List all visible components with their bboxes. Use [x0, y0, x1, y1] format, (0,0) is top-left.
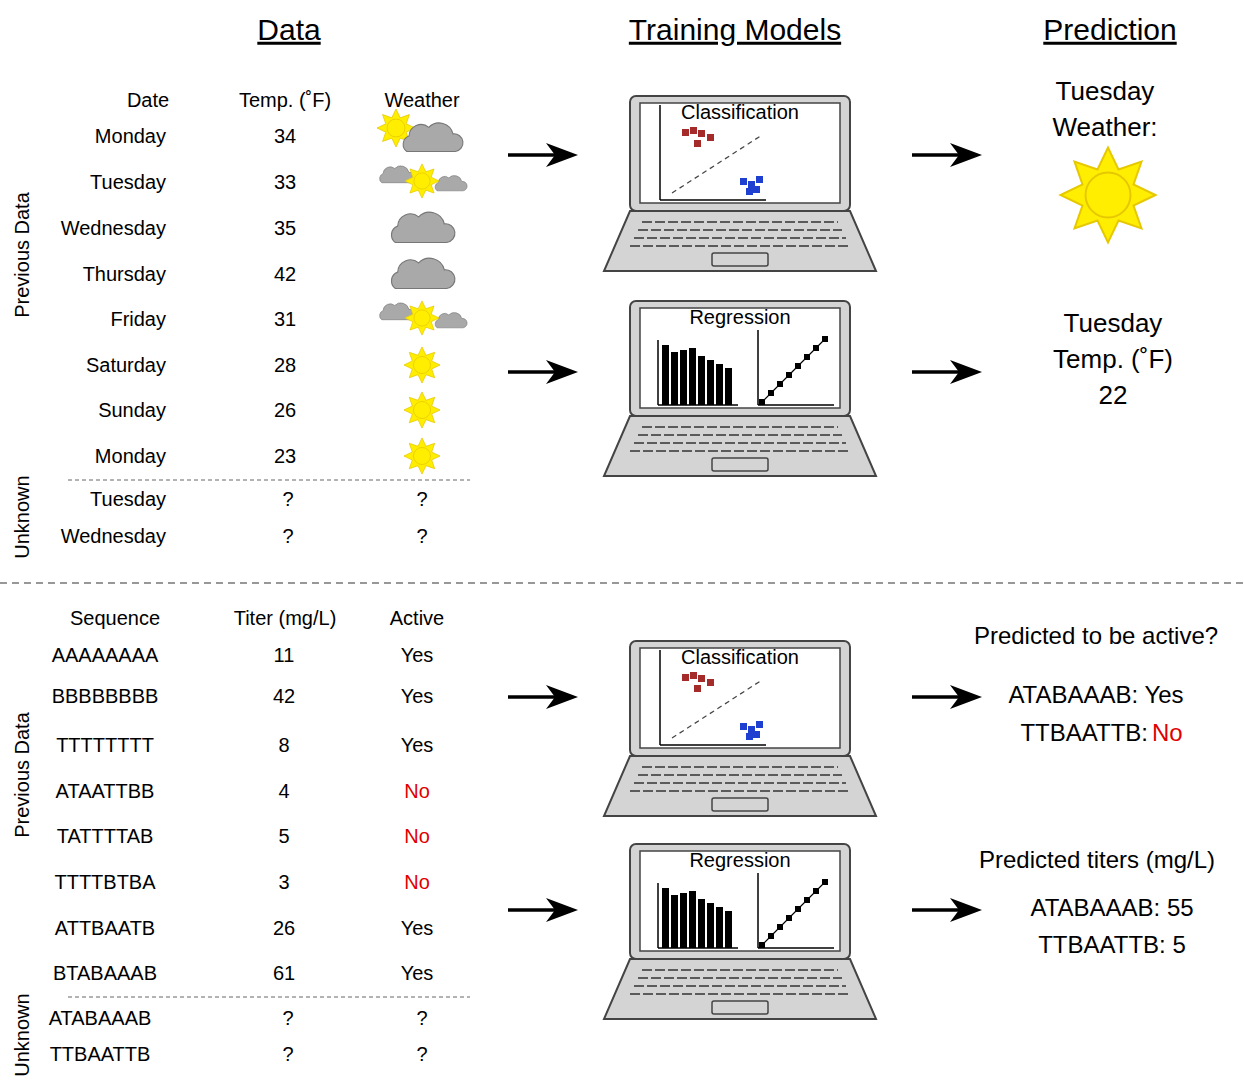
table-cell: ?: [416, 1043, 427, 1066]
table-cell: ?: [282, 525, 293, 548]
section-heading: Training Models: [629, 13, 841, 48]
table-cell: 11: [274, 644, 295, 667]
table-cell: BTABAAAB: [53, 962, 157, 985]
table-cell: ?: [282, 488, 293, 511]
group-label: Unknown: [11, 993, 34, 1076]
section-divider: [0, 582, 1244, 584]
column-header: Active: [390, 607, 444, 630]
table-cell: ?: [282, 1043, 293, 1066]
row-divider: [68, 997, 470, 998]
screen-title: Classification: [630, 646, 850, 669]
table-cell: Monday: [95, 125, 166, 148]
prediction-text: TTBAATTB:: [1020, 719, 1148, 747]
table-cell: 61: [273, 962, 295, 985]
column-header: Sequence: [70, 607, 160, 630]
table-cell: No: [404, 825, 430, 848]
group-label: Previous Data: [11, 192, 34, 318]
laptop-screen: Regression: [630, 843, 850, 959]
table-cell: No: [404, 871, 430, 894]
table-cell: 31: [274, 308, 296, 331]
table-cell: ?: [282, 1007, 293, 1030]
table-cell: 33: [274, 171, 296, 194]
prediction-text: Temp. (˚F): [1053, 345, 1173, 375]
prediction-text: ATABAAAB: 55: [1030, 894, 1193, 922]
table-cell: Wednesday: [61, 525, 166, 548]
table-cell: ATTBAATB: [55, 917, 155, 940]
section-heading: Data: [257, 13, 320, 48]
table-cell: Monday: [95, 445, 166, 468]
column-header: Titer (mg/L): [234, 607, 337, 630]
table-cell: Tuesday: [90, 171, 166, 194]
table-cell: 42: [274, 263, 296, 286]
laptop-screen: Classification: [630, 95, 850, 211]
prediction-text: Tuesday: [1064, 309, 1163, 339]
table-cell: No: [404, 780, 430, 803]
table-cell: Tuesday: [90, 488, 166, 511]
table-cell: Sunday: [98, 399, 166, 422]
table-cell: Yes: [401, 685, 434, 708]
prediction-text: ATABAAAB: Yes: [1008, 681, 1183, 709]
table-cell: 34: [274, 125, 296, 148]
table-cell: Thursday: [83, 263, 166, 286]
table-cell: 35: [274, 217, 296, 240]
table-cell: ?: [416, 488, 427, 511]
table-cell: Yes: [401, 917, 434, 940]
prediction-text: 22: [1099, 381, 1128, 411]
table-cell: ?: [416, 525, 427, 548]
prediction-heading: Predicted to be active?: [974, 622, 1218, 650]
laptop-screen: Regression: [630, 300, 850, 416]
table-cell: Yes: [401, 962, 434, 985]
table-cell: 3: [278, 871, 289, 894]
table-cell: Wednesday: [61, 217, 166, 240]
table-cell: 23: [274, 445, 296, 468]
screen-title: Regression: [630, 306, 850, 329]
prediction-text: No: [1152, 719, 1183, 747]
table-cell: 26: [273, 917, 295, 940]
laptop-screen: Classification: [630, 640, 850, 756]
table-cell: TTTTTTTT: [56, 734, 154, 757]
column-header: Weather: [384, 89, 459, 112]
table-cell: Yes: [401, 734, 434, 757]
prediction-text: TTBAATTB: 5: [1038, 931, 1186, 959]
table-cell: 42: [273, 685, 295, 708]
column-header: Date: [127, 89, 169, 112]
column-header: Temp. (˚F): [239, 89, 331, 112]
table-cell: Yes: [401, 644, 434, 667]
section-heading: Prediction: [1043, 13, 1176, 48]
group-label: Unknown: [11, 475, 34, 558]
table-cell: TATTTTAB: [57, 825, 154, 848]
group-label: Previous Data: [11, 712, 34, 838]
table-cell: ATAATTBB: [56, 780, 155, 803]
table-cell: 8: [278, 734, 289, 757]
prediction-text: Weather:: [1052, 113, 1157, 143]
table-cell: Friday: [110, 308, 166, 331]
table-cell: 28: [274, 354, 296, 377]
prediction-text: Tuesday: [1056, 77, 1155, 107]
table-cell: TTTTBTBA: [54, 871, 155, 894]
table-cell: ATABAAAB: [49, 1007, 152, 1030]
table-cell: 26: [274, 399, 296, 422]
row-divider: [68, 480, 470, 481]
table-cell: ?: [416, 1007, 427, 1030]
table-cell: Saturday: [86, 354, 166, 377]
table-cell: TTBAATTB: [50, 1043, 151, 1066]
prediction-heading: Predicted titers (mg/L): [979, 846, 1215, 874]
table-cell: 5: [278, 825, 289, 848]
table-cell: BBBBBBBB: [52, 685, 159, 708]
table-cell: 4: [278, 780, 289, 803]
screen-title: Regression: [630, 849, 850, 872]
table-cell: AAAAAAAA: [52, 644, 159, 667]
laptops: [604, 96, 876, 1019]
screen-title: Classification: [630, 101, 850, 124]
